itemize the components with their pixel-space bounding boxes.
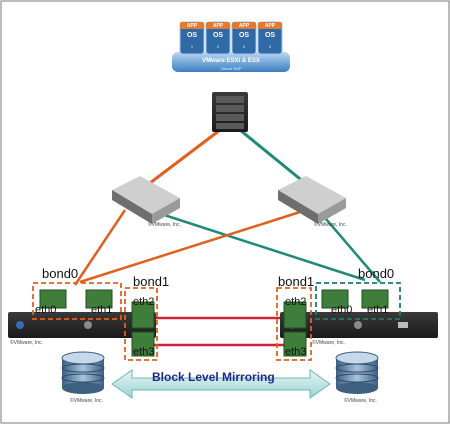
right-eth1-label: eth1 (367, 304, 389, 316)
server-left-copyright: ©VMware, Inc. (10, 340, 43, 346)
disk-right-bottom (336, 382, 378, 394)
hypervisor-subtitle: Virtual SMP (220, 66, 242, 71)
vm-app-band-4 (258, 22, 282, 29)
disk-left-copyright: ©VMware, Inc. (70, 398, 103, 404)
switch-right (278, 176, 346, 224)
vm-app-label-3: APP (238, 23, 250, 29)
vm-app-label-2: APP (212, 23, 224, 29)
vm-app-band-3 (232, 22, 256, 29)
nic-right-eth3 (283, 331, 307, 357)
right-eth0-label: eth0 (331, 304, 353, 316)
switch-left-copyright: ©VMware, Inc. (148, 222, 181, 228)
right-eth3-label: eth3 (285, 346, 307, 358)
switch-right-copyright: ©VMware, Inc. (314, 222, 347, 228)
nic-right-eth2 (283, 301, 307, 329)
server-right-slot (398, 322, 408, 328)
left-bond0-box (32, 282, 122, 320)
right-bond1-label: bond1 (278, 274, 315, 289)
switch-right-front (278, 190, 318, 224)
nic-cards (39, 289, 389, 357)
vm-app-label-4: APP (264, 23, 276, 29)
disk-right-copyright: ©VMware, Inc. (344, 398, 377, 404)
link-switch-left-to-left-bond0 (73, 209, 127, 286)
link-switch-left-to-right-bond0 (154, 210, 366, 282)
disk-left-top (61, 351, 105, 365)
link-switch-right-to-right-bond0 (319, 211, 381, 283)
disk-right-ring-2 (335, 373, 379, 383)
hypervisor-bar (172, 52, 290, 72)
left-eth0-label: eth0 (35, 304, 57, 316)
switch-left-top (112, 176, 180, 214)
switch-right-top (278, 176, 346, 214)
host-drive-2 (216, 105, 244, 112)
disk-right (335, 351, 379, 394)
switch-right-side (318, 198, 346, 224)
vm-app-label-1: APP (186, 23, 198, 29)
disk-left-bottom (62, 382, 104, 394)
disk-left-ring-2 (61, 373, 105, 383)
left-eth1-label: eth1 (91, 304, 113, 316)
disk-right-ring-1 (335, 363, 379, 373)
right-bond0-box (315, 282, 401, 320)
link-host-to-switch-left (149, 128, 221, 185)
server-right-copyright: ©VMware, Inc. (312, 340, 345, 346)
left-bond0-label: bond0 (42, 266, 79, 281)
right-eth2-label: eth2 (285, 296, 307, 308)
nic-right-eth0 (321, 289, 349, 309)
hypervisor-title: VMware ESXi & ESX (202, 58, 260, 64)
vm-app-band-1 (180, 22, 204, 29)
nic-left-eth1 (85, 289, 113, 309)
vm-num-label-2: 2 (216, 44, 220, 49)
link-switch-right-to-left-bond0 (79, 210, 301, 284)
host-drive-1 (216, 96, 244, 103)
left-eth2-label: eth2 (133, 296, 155, 308)
nic-right-eth1 (361, 289, 389, 309)
left-bond1-label: bond1 (133, 274, 170, 289)
right-bond0-label: bond0 (358, 266, 395, 281)
vm-num-label-4: 4 (268, 44, 272, 49)
vm-boxes (179, 21, 283, 55)
switch-left-front (112, 190, 152, 224)
disk-left-ring-1 (61, 363, 105, 373)
host-drive-4 (216, 123, 244, 129)
host-drive-3 (216, 114, 244, 121)
host-server (212, 92, 248, 132)
vm-os-label-4: OS (264, 32, 276, 39)
left-bond1-box (124, 287, 158, 361)
block-level-mirroring-label: Block Level Mirroring (152, 370, 275, 384)
left-eth3-label: eth3 (133, 346, 155, 358)
vm-num-label-3: 3 (242, 44, 246, 49)
vm-os-label-1: OS (186, 32, 198, 39)
server-right-button (354, 321, 362, 329)
server-left-button (84, 321, 92, 329)
nic-left-eth3 (131, 331, 155, 357)
mirroring-double-arrow (111, 369, 331, 399)
switch-left-side (152, 198, 180, 224)
vm-os-label-2: OS (212, 32, 224, 39)
disk-right-top (335, 351, 379, 365)
vm-app-band-2 (206, 22, 230, 29)
hypervisor-stack (172, 21, 290, 72)
network-links (73, 128, 381, 347)
right-bond1-box (276, 287, 312, 361)
server-left-power-led (16, 321, 24, 329)
nic-left-eth0 (39, 289, 67, 309)
link-host-to-switch-right (239, 128, 306, 185)
nic-left-eth2 (131, 301, 155, 329)
disk-left (61, 351, 105, 394)
vm-num-label-1: 1 (190, 44, 194, 49)
vm-os-label-3: OS (238, 32, 250, 39)
switch-left (112, 176, 180, 224)
